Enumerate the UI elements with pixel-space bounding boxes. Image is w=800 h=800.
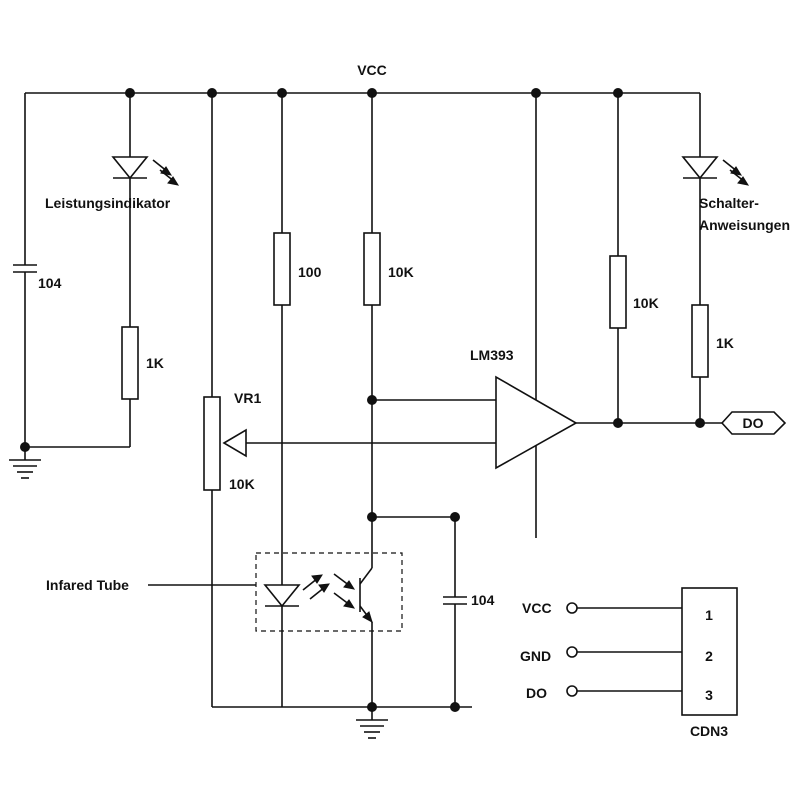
resistor-10k-pullup: 10K [609, 93, 659, 423]
switch-led-resistor-label: 1K [716, 335, 734, 351]
connector-pin-vcc: VCC 1 [522, 600, 713, 623]
power-led-resistor-label: 1K [146, 355, 164, 371]
left-capacitor: 104 [13, 93, 62, 447]
ground-rail [212, 702, 472, 739]
power-led-label: Leistungsindikator [45, 195, 171, 211]
power-led: Leistungsindikator [45, 93, 180, 327]
connector-pin-number: 2 [705, 648, 713, 664]
connector-pin-signal: DO [526, 685, 547, 701]
infrared-tube: Infared Tube [46, 552, 403, 707]
do-output-label: DO [743, 415, 764, 431]
connector-cdn3: CDN3 VCC 1 GND 2 DO 3 [520, 587, 738, 739]
vcc-rail: VCC [25, 62, 700, 94]
potentiometer-vr1: VR1 10K [203, 93, 496, 707]
switch-led-resistor: 1K [691, 304, 734, 423]
comparator-lm393: LM393 [470, 93, 722, 538]
connector-pin-number: 1 [705, 607, 713, 623]
resistor-100: 100 [273, 93, 322, 585]
potentiometer-value: 10K [229, 476, 255, 492]
power-led-resistor: 1K [25, 326, 164, 448]
potentiometer-name: VR1 [234, 390, 261, 406]
connector-pin-do: DO 3 [526, 685, 713, 703]
infrared-tube-outline [255, 552, 403, 632]
connector-pin-gnd: GND 2 [520, 646, 713, 664]
sensor-capacitor-label: 104 [471, 592, 495, 608]
resistor-10k-pullup-label: 10K [633, 295, 659, 311]
resistor-10k-sensor-label: 10K [388, 264, 414, 280]
left-capacitor-label: 104 [38, 275, 62, 291]
connector-pin-signal: GND [520, 648, 551, 664]
switch-led-label-line2: Anweisungen [699, 217, 790, 233]
resistor-10k-sensor: 10K [363, 93, 496, 560]
infrared-tube-label: Infared Tube [46, 577, 129, 593]
resistor-100-label: 100 [298, 264, 322, 280]
comparator-label: LM393 [470, 347, 514, 363]
sensor-capacitor: 104 [372, 512, 495, 707]
ground-left [9, 442, 41, 479]
connector-name: CDN3 [690, 723, 728, 739]
vcc-label: VCC [357, 62, 387, 78]
switch-led: Schalter- Anweisungen [681, 93, 790, 305]
connector-pin-signal: VCC [522, 600, 552, 616]
connector-pin-number: 3 [705, 687, 713, 703]
do-output-port: DO [720, 411, 787, 435]
switch-led-label-line1: Schalter- [699, 195, 759, 211]
